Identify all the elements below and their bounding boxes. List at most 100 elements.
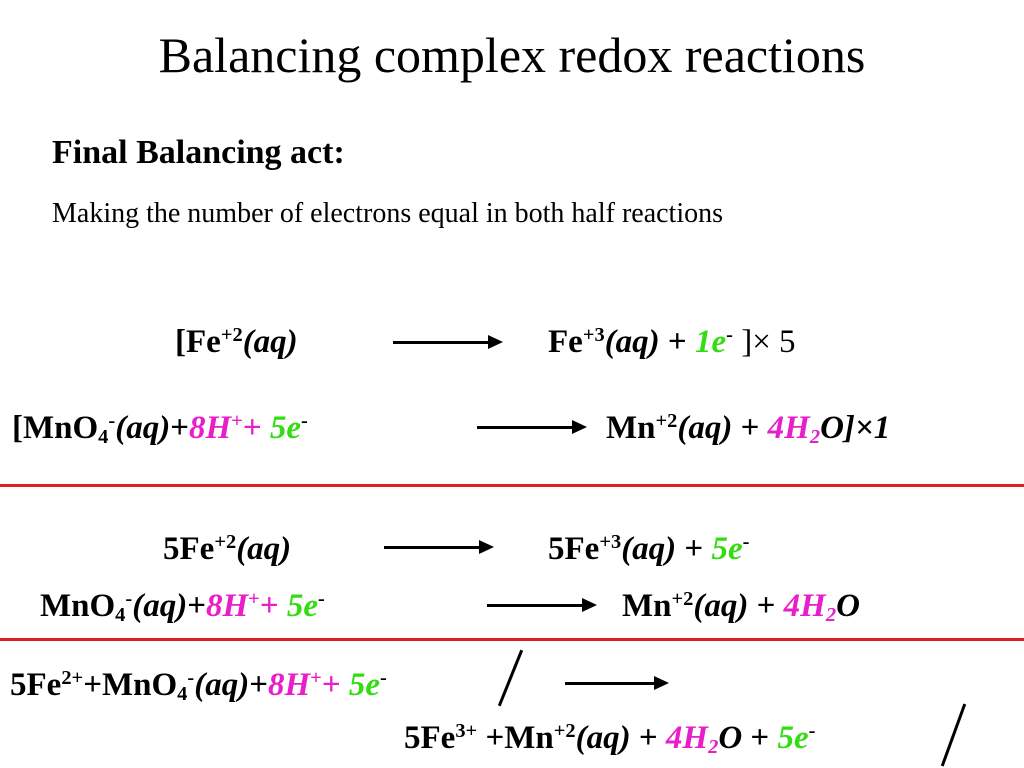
eq4-plus1: + xyxy=(187,588,206,624)
eq1-fe: Fe xyxy=(186,324,221,360)
eq6-water-o: O xyxy=(718,720,743,756)
eq4-plus3: + xyxy=(748,588,784,624)
eq1-bracket: [ xyxy=(175,324,186,360)
eq1-electron: 1e xyxy=(694,324,727,360)
eq4-mno-sub: 4 xyxy=(115,604,126,627)
eq4-h: 8H xyxy=(206,588,249,624)
eq1-product: Fe+3(aq) + 1e- ]× 5 xyxy=(548,324,796,360)
eq2-mn: Mn xyxy=(606,410,656,446)
eq2-mno-sub: 4 xyxy=(98,426,109,449)
eq3-electron-charge: - xyxy=(742,530,750,553)
eq2-mno: MnO xyxy=(23,410,99,446)
eq6-mn: +Mn xyxy=(477,720,554,756)
eq5-mno-charge: - xyxy=(187,666,195,689)
eq1-fe-charge: +2 xyxy=(220,323,243,346)
eq1-aq-r: (aq) xyxy=(604,324,660,360)
eq5-electron: 5e xyxy=(348,667,381,703)
eq3-aq-r: (aq) xyxy=(621,531,677,567)
eq2-reactant: [MnO4-(aq)+8H++ 5e- xyxy=(12,409,308,449)
eq3-arrow xyxy=(384,540,494,554)
eq4-water-o: O xyxy=(836,588,860,624)
eq2-plus2: + xyxy=(242,410,270,446)
eq3-plus: + xyxy=(676,531,712,567)
eq4-h-charge: + xyxy=(248,587,260,610)
eq6-electron-charge: - xyxy=(808,719,816,742)
eq2-plus1: + xyxy=(170,410,189,446)
eq6-aq: (aq) xyxy=(575,720,631,756)
eq2-plus3: + xyxy=(732,410,768,446)
eq6-electron: 5e xyxy=(777,720,809,756)
eq1-electron-charge: - xyxy=(726,323,733,346)
eq4-mno: MnO xyxy=(40,588,116,624)
slide-description: Making the number of electrons equal in … xyxy=(52,198,724,229)
eq1-fe-r: Fe xyxy=(548,324,583,360)
eq4-product: Mn+2(aq) + 4H2O xyxy=(622,587,860,627)
eq6-fe: 5Fe xyxy=(404,720,456,756)
eq5-plus2: + xyxy=(321,667,349,703)
eq3-product: 5Fe+3(aq) + 5e- xyxy=(548,531,749,567)
eq1-aq: (aq) xyxy=(242,324,298,360)
eq2-aq-r: (aq) xyxy=(677,410,733,446)
eq2-water-o: O xyxy=(820,410,844,446)
eq4-electron-charge: - xyxy=(318,587,325,610)
divider-bottom xyxy=(0,638,1024,641)
eq1-multiplier: ]× 5 xyxy=(741,324,796,360)
eq1-reactant: [Fe+2(aq) xyxy=(175,324,298,360)
eq6-fe-charge: 3+ xyxy=(455,719,478,742)
eq5-mno: +MnO xyxy=(83,667,178,703)
eq2-product: Mn+2(aq) + 4H2O]×1 xyxy=(606,409,891,449)
eq4-mno-charge: - xyxy=(125,587,133,610)
eq4-water-coef: 4H xyxy=(783,588,826,624)
eq5-cancel-mark xyxy=(497,649,524,707)
eq2-electron-charge: - xyxy=(301,409,308,432)
eq6-products: 5Fe3+ +Mn+2(aq) + 4H2O + 5e- xyxy=(404,719,816,759)
eq5-arrow xyxy=(565,676,669,690)
eq6-plus2: + xyxy=(742,720,778,756)
eq2-arrow xyxy=(477,420,587,434)
eq2-h: 8H xyxy=(189,410,232,446)
eq4-water-sub: 2 xyxy=(825,604,837,627)
eq5-mno-sub: 4 xyxy=(177,683,188,706)
eq4-mn: Mn xyxy=(622,588,672,624)
eq6-plus1: + xyxy=(630,720,666,756)
eq5-aq: (aq) xyxy=(194,667,250,703)
eq2-bracket: [ xyxy=(12,410,23,446)
eq4-reactant: MnO4-(aq)+8H++ 5e- xyxy=(40,587,325,627)
eq2-multiplier: ]×1 xyxy=(843,410,891,446)
eq3-fe-charge: +2 xyxy=(214,530,237,553)
eq3-electron: 5e xyxy=(711,531,743,567)
eq5-electron-charge: - xyxy=(380,666,387,689)
eq4-plus2: + xyxy=(259,588,287,624)
eq6-mn-charge: +2 xyxy=(553,719,576,742)
eq4-mn-charge: +2 xyxy=(671,587,694,610)
eq3-fe-r: 5Fe xyxy=(548,531,600,567)
eq5-fe-charge: 2+ xyxy=(61,666,84,689)
eq2-water-sub: 2 xyxy=(809,426,821,449)
eq6-water-sub: 2 xyxy=(708,736,719,759)
eq5-fe: 5Fe xyxy=(10,667,62,703)
eq6-cancel-mark xyxy=(940,703,967,767)
eq5-plus1: + xyxy=(249,667,268,703)
eq4-arrow xyxy=(487,598,597,612)
eq4-aq: (aq) xyxy=(132,588,188,624)
eq2-aq: (aq) xyxy=(115,410,171,446)
eq2-water-coef: 4H xyxy=(767,410,810,446)
eq2-electron: 5e xyxy=(269,410,302,446)
eq5-h: 8H xyxy=(268,667,311,703)
eq5-reactants: 5Fe2++MnO4-(aq)+8H++ 5e- xyxy=(10,666,387,706)
eq3-fe-r-charge: +3 xyxy=(599,530,622,553)
slide-title: Balancing complex redox reactions xyxy=(158,27,866,83)
eq1-plus: + xyxy=(659,324,695,360)
divider-top xyxy=(0,484,1024,487)
eq3-fe: 5Fe xyxy=(163,531,215,567)
eq6-water-coef: 4H xyxy=(665,720,709,756)
eq1-fe-r-charge: +3 xyxy=(582,323,605,346)
eq3-reactant: 5Fe+2(aq) xyxy=(163,531,291,567)
slide-subtitle: Final Balancing act: xyxy=(52,134,345,171)
eq2-h-charge: + xyxy=(231,409,243,432)
eq5-h-charge: + xyxy=(310,666,322,689)
eq1-arrow xyxy=(393,335,503,349)
eq2-mno-charge: - xyxy=(108,409,116,432)
eq3-aq: (aq) xyxy=(236,531,292,567)
eq2-mn-charge: +2 xyxy=(655,409,678,432)
